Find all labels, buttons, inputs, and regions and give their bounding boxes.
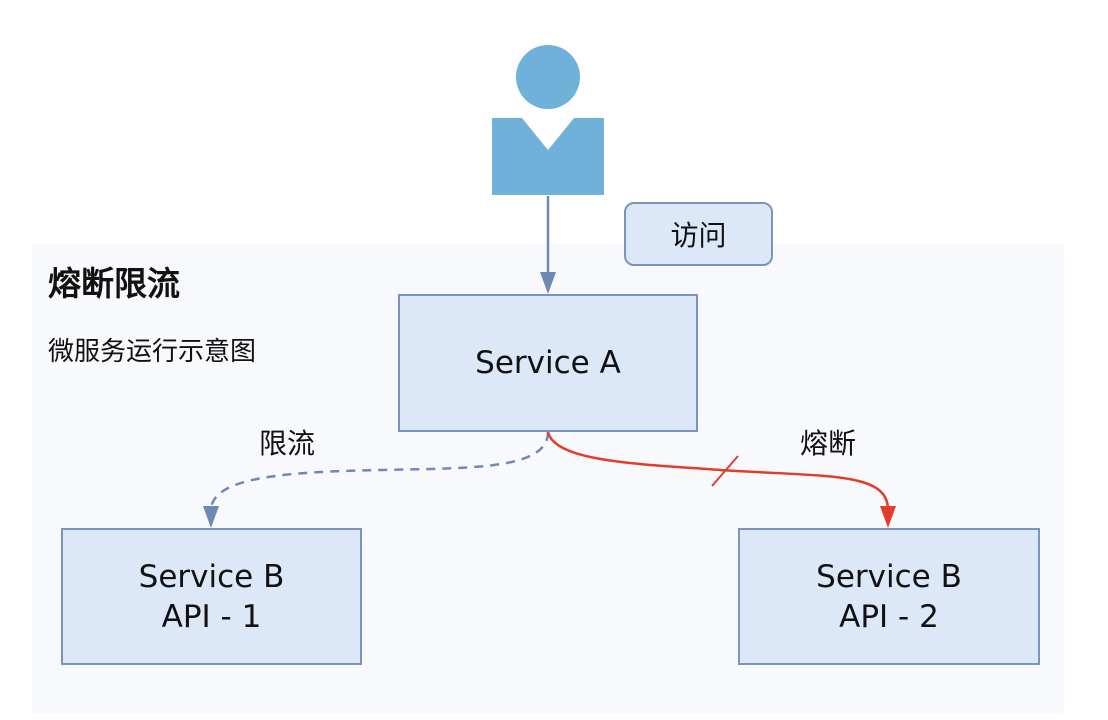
rate-limit-label: 限流 — [259, 427, 316, 460]
access-edge — [540, 196, 556, 294]
service-b-api1-node: Service B API - 1 — [61, 528, 362, 665]
service-b-api1-name: Service B — [138, 558, 285, 595]
circuit-break-edge — [546, 431, 896, 528]
diagram-title: 熔断限流 — [48, 264, 180, 303]
access-label: 访问 — [624, 202, 773, 266]
diagram-subtitle: 微服务运行示意图 — [48, 337, 257, 367]
service-b-api1-endpoint: API - 1 — [161, 598, 262, 635]
user-icon — [492, 45, 604, 195]
service-b-api2-name: Service B — [816, 558, 962, 595]
service-a-node: Service A — [398, 294, 698, 432]
service-b-api2-node: Service B API - 2 — [738, 528, 1040, 665]
rate-limit-edge — [203, 431, 550, 528]
break-mark — [711, 455, 739, 487]
service-a-label: Service A — [475, 345, 621, 381]
circuit-break-label: 熔断 — [800, 427, 857, 460]
service-b-api2-endpoint: API - 2 — [839, 598, 939, 635]
